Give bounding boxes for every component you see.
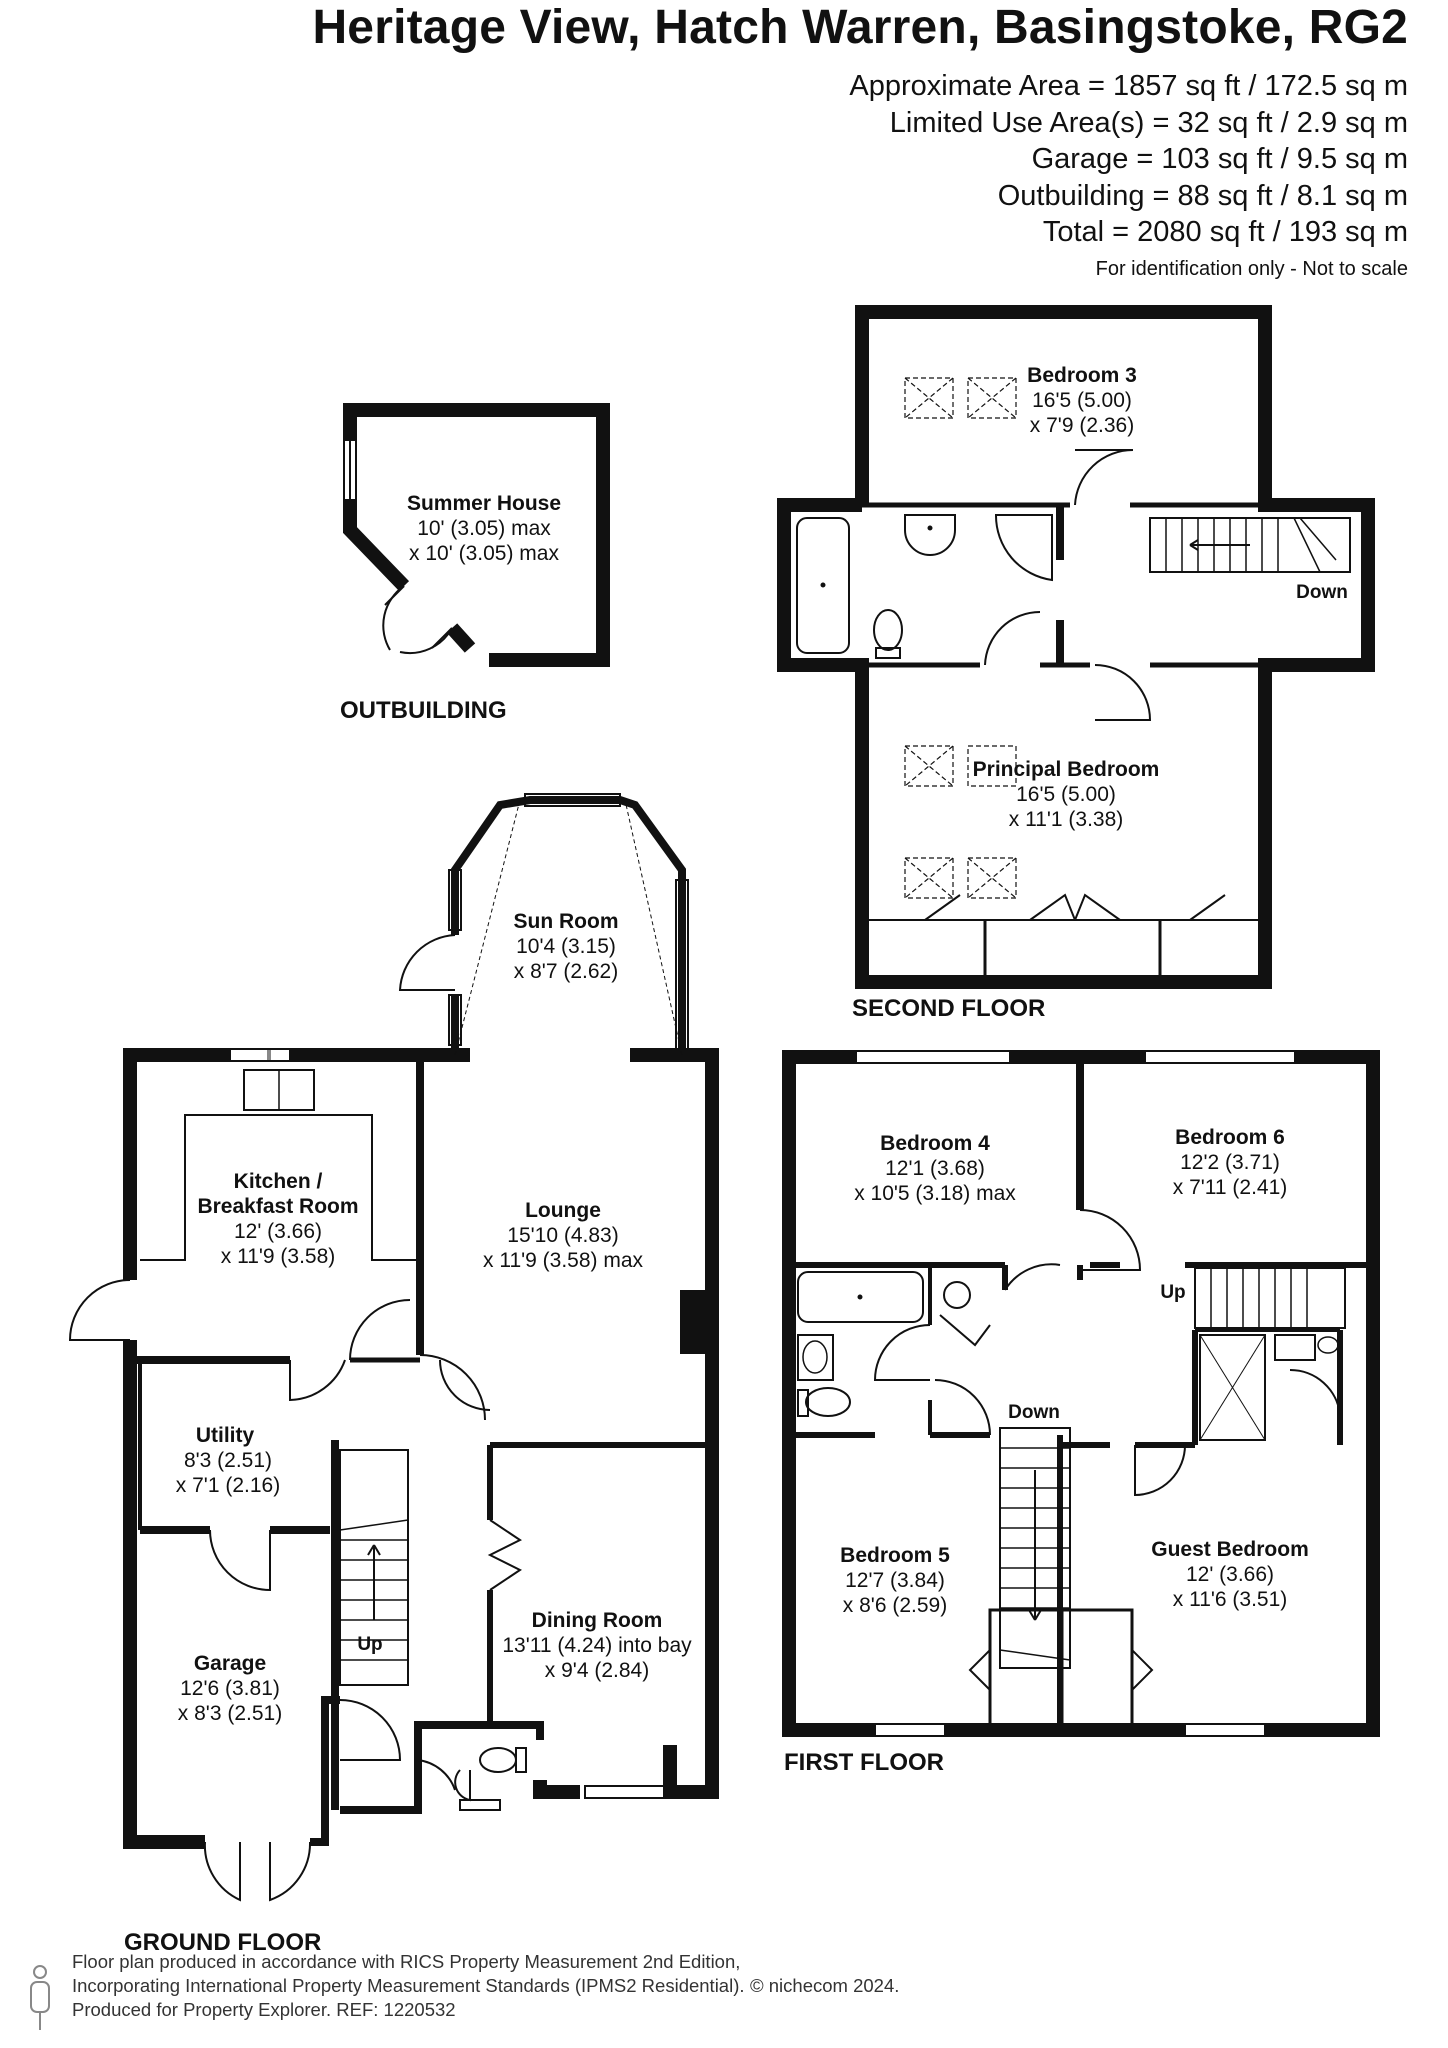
first-floor-plan	[782, 1050, 1380, 1737]
second-floor-label: SECOND FLOOR	[852, 995, 1045, 1022]
kitchen-name-line2: Breakfast Room	[197, 1195, 358, 1218]
ground-floor-plan	[68, 793, 719, 1902]
footer-line1: Floor plan produced in accordance with R…	[72, 1951, 741, 1972]
kitchen-dim2: x 11'9 (3.58)	[221, 1245, 336, 1268]
outbuilding-plan	[343, 403, 610, 667]
guest-bedroom-dim2: x 11'6 (3.51)	[1173, 1588, 1288, 1611]
kitchen-dim1: 12' (3.66)	[234, 1220, 322, 1243]
utility-dim2: x 7'1 (2.16)	[176, 1474, 280, 1497]
summer-house-dim2: x 10' (3.05) max	[409, 542, 559, 565]
floor-labels: OUTBUILDING SECOND FLOOR GROUND FLOOR FI…	[124, 697, 1045, 1956]
lounge-dim2: x 11'9 (3.58) max	[483, 1249, 644, 1272]
ground-floor-up-label: Up	[357, 1634, 382, 1655]
area-line-total: Total = 2080 sq ft / 193 sq m	[1042, 216, 1408, 248]
bedroom3-dim2: x 7'9 (2.36)	[1030, 414, 1134, 437]
room-labels: Summer House 10' (3.05) max x 10' (3.05)…	[176, 364, 1348, 1725]
sun-room-dim1: 10'4 (3.15)	[516, 935, 616, 958]
area-line-limited-use: Limited Use Area(s) = 32 sq ft / 2.9 sq …	[889, 106, 1408, 139]
area-line-garage: Garage = 103 sq ft / 9.5 sq m	[1031, 143, 1408, 175]
first-floor-up-label: Up	[1160, 1282, 1185, 1303]
second-floor-plan	[777, 305, 1375, 989]
garage-dim1: 12'6 (3.81)	[180, 1677, 280, 1700]
second-floor-down-label: Down	[1296, 582, 1348, 603]
bedroom6-name: Bedroom 6	[1175, 1126, 1285, 1149]
kitchen-name-line1: Kitchen /	[234, 1170, 323, 1193]
bedroom5-dim2: x 8'6 (2.59)	[843, 1594, 947, 1617]
utility-name: Utility	[196, 1424, 255, 1447]
summer-house-dim1: 10' (3.05) max	[417, 517, 551, 540]
garage-dim2: x 8'3 (2.51)	[178, 1702, 282, 1725]
lounge-dim1: 15'10 (4.83)	[507, 1224, 618, 1247]
nichecom-brand: © nichecom 2024.	[750, 1975, 900, 1996]
first-floor-down-label: Down	[1008, 1402, 1060, 1423]
principal-bedroom-dim1: 16'5 (5.00)	[1016, 783, 1116, 806]
bedroom4-dim1: 12'1 (3.68)	[885, 1157, 985, 1180]
accessibility-person-icon	[30, 1965, 50, 2030]
area-line-outbuilding: Outbuilding = 88 sq ft / 8.1 sq m	[997, 179, 1408, 212]
area-summary: Approximate Area = 1857 sq ft / 172.5 sq…	[849, 68, 1408, 251]
summer-house-name: Summer House	[407, 492, 561, 515]
principal-bedroom-name: Principal Bedroom	[973, 758, 1160, 781]
principal-bedroom-dim2: x 11'1 (3.38)	[1009, 808, 1124, 831]
utility-dim1: 8'3 (2.51)	[184, 1449, 272, 1472]
sun-room-name: Sun Room	[514, 910, 619, 933]
dining-room-dim2: x 9'4 (2.84)	[545, 1659, 649, 1682]
outbuilding-label: OUTBUILDING	[340, 697, 507, 724]
bedroom4-dim2: x 10'5 (3.18) max	[854, 1182, 1016, 1205]
garage-name: Garage	[194, 1652, 266, 1675]
bedroom6-dim1: 12'2 (3.71)	[1180, 1151, 1280, 1174]
lounge-name: Lounge	[525, 1199, 601, 1222]
area-line-approximate: Approximate Area = 1857 sq ft / 172.5 sq…	[849, 70, 1408, 102]
bedroom3-name: Bedroom 3	[1027, 364, 1137, 387]
bedroom4-name: Bedroom 4	[880, 1132, 990, 1155]
bedroom5-dim1: 12'7 (3.84)	[845, 1569, 945, 1592]
footer-line3: Produced for Property Explorer. REF: 122…	[72, 1999, 456, 2020]
sun-room-dim2: x 8'7 (2.62)	[514, 960, 618, 983]
bedroom3-dim1: 16'5 (5.00)	[1032, 389, 1132, 412]
footer-notes: Floor plan produced in accordance with R…	[72, 1950, 899, 2022]
footer-line2: Incorporating International Property Mea…	[72, 1975, 745, 1996]
property-title: Heritage View, Hatch Warren, Basingstoke…	[312, 1, 1408, 54]
not-to-scale-note: For identification only - Not to scale	[1095, 258, 1408, 280]
first-floor-label: FIRST FLOOR	[784, 1749, 944, 1776]
ground-floor-label: GROUND FLOOR	[124, 1929, 321, 1956]
guest-bedroom-name: Guest Bedroom	[1151, 1538, 1309, 1561]
bedroom5-name: Bedroom 5	[840, 1544, 950, 1567]
bedroom6-dim2: x 7'11 (2.41)	[1173, 1176, 1288, 1199]
dining-room-dim1: 13'11 (4.24) into bay	[502, 1634, 692, 1657]
dining-room-name: Dining Room	[532, 1609, 663, 1632]
guest-bedroom-dim1: 12' (3.66)	[1186, 1563, 1274, 1586]
